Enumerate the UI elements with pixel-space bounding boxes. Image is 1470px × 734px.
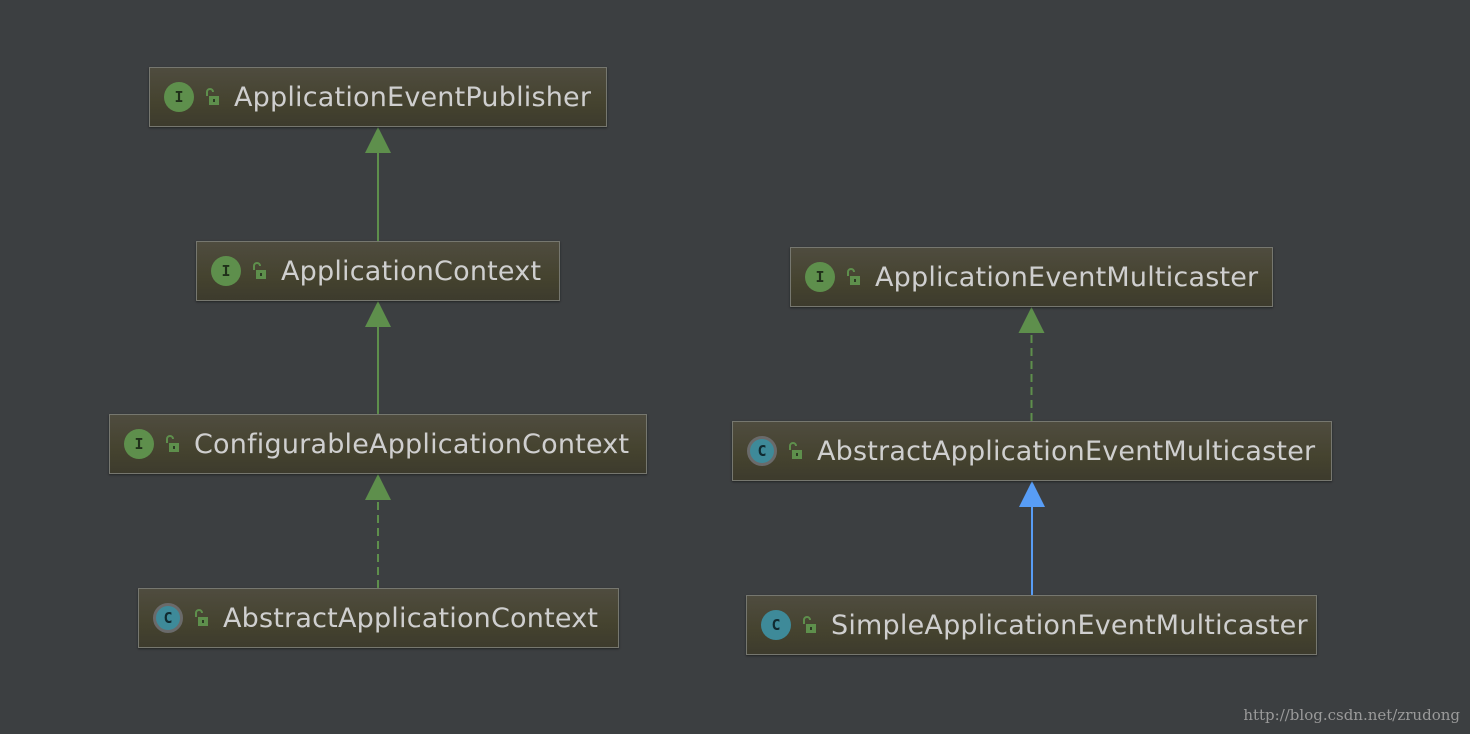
interface-icon: I	[805, 262, 835, 292]
node-application-event-publisher[interactable]: I ApplicationEventPublisher	[149, 67, 607, 127]
edge-arrowhead	[1018, 307, 1045, 333]
interface-icon: I	[211, 256, 241, 286]
node-label: SimpleApplicationEventMulticaster	[831, 609, 1308, 641]
edge-arrowhead	[1019, 481, 1045, 507]
class-icon: C	[761, 610, 791, 640]
unlocked-padlock-icon	[206, 88, 219, 105]
node-configurable-application-context[interactable]: I ConfigurableApplicationContext	[109, 414, 647, 474]
unlocked-padlock-icon	[803, 616, 816, 633]
edge-arrowhead	[365, 301, 391, 327]
node-label: AbstractApplicationContext	[223, 602, 599, 634]
unlocked-padlock-icon	[789, 442, 802, 459]
unlocked-padlock-icon	[253, 262, 266, 279]
node-abstract-application-event-multicaster[interactable]: C AbstractApplicationEventMulticaster	[732, 421, 1332, 481]
edge-arrowhead	[365, 127, 391, 153]
node-application-context[interactable]: I ApplicationContext	[196, 241, 560, 301]
node-label: ConfigurableApplicationContext	[194, 428, 630, 460]
node-label: AbstractApplicationEventMulticaster	[817, 435, 1316, 467]
unlocked-padlock-icon	[195, 609, 208, 626]
node-abstract-application-context[interactable]: C AbstractApplicationContext	[138, 588, 619, 648]
node-simple-application-event-multicaster[interactable]: C SimpleApplicationEventMulticaster	[746, 595, 1317, 655]
node-label: ApplicationEventPublisher	[234, 81, 592, 113]
interface-icon: I	[124, 429, 154, 459]
node-label: ApplicationEventMulticaster	[875, 261, 1259, 293]
node-label: ApplicationContext	[281, 255, 542, 287]
node-application-event-multicaster[interactable]: I ApplicationEventMulticaster	[790, 247, 1273, 307]
unlocked-padlock-icon	[166, 435, 179, 452]
watermark: http://blog.csdn.net/zrudong	[1243, 706, 1460, 724]
abstract-class-icon: C	[747, 436, 777, 466]
unlocked-padlock-icon	[847, 268, 860, 285]
abstract-class-icon: C	[153, 603, 183, 633]
edge-arrowhead	[365, 474, 391, 500]
interface-icon: I	[164, 82, 194, 112]
